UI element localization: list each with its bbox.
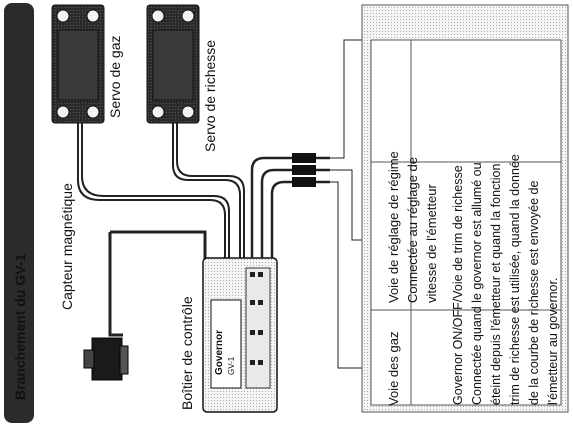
servo-cables (77, 123, 245, 260)
voie-regime-text: Voie de réglage de régime Connectée au r… (386, 151, 439, 303)
voie-regime-line: Voie de réglage de régime (386, 151, 401, 303)
governor-line: l'émetteur au governor. (546, 278, 560, 405)
cable-plugs (292, 153, 316, 187)
magnetic-sensor-icon (83, 230, 207, 381)
voie-regime-line: Connectée au réglage de (405, 157, 420, 303)
governor-line: de la courbe de richesse est envoyée de (527, 181, 541, 405)
capteur-label: Capteur magnétique (59, 183, 75, 310)
channel-table (361, 4, 569, 413)
title-banner: Branchement du GV-1 (4, 3, 34, 423)
governor-line: éteint depuis l'émetteur et quand la fon… (489, 164, 503, 405)
governor-line: Governor ON/OFF/Voie de trim de richesse (451, 165, 465, 405)
governor-model: GV-1 (227, 356, 236, 375)
control-box: Governor GV-1 (202, 257, 278, 413)
servo-gaz-label: Servo de gaz (107, 36, 123, 119)
servo-gaz-icon (51, 4, 105, 124)
governor-name: Governor (214, 330, 225, 375)
channel-cables (250, 156, 330, 258)
voie-gaz-label: Voie des gaz (386, 332, 401, 406)
voie-regime-line: vitesse de l'émetteur (424, 184, 439, 303)
governor-line: trim de richesse est utilisée, quand la … (508, 154, 522, 405)
banner-title: Branchement du GV-1 (12, 254, 28, 400)
governor-line: Connectée quand le governor est allumé o… (470, 162, 484, 405)
servo-richesse-label: Servo de richesse (202, 40, 218, 152)
boitier-label: Boîtier de contrôle (179, 296, 195, 410)
servo-richesse-icon (146, 4, 200, 124)
governor-description: Governor ON/OFF/Voie de trim de richesse… (451, 154, 560, 405)
